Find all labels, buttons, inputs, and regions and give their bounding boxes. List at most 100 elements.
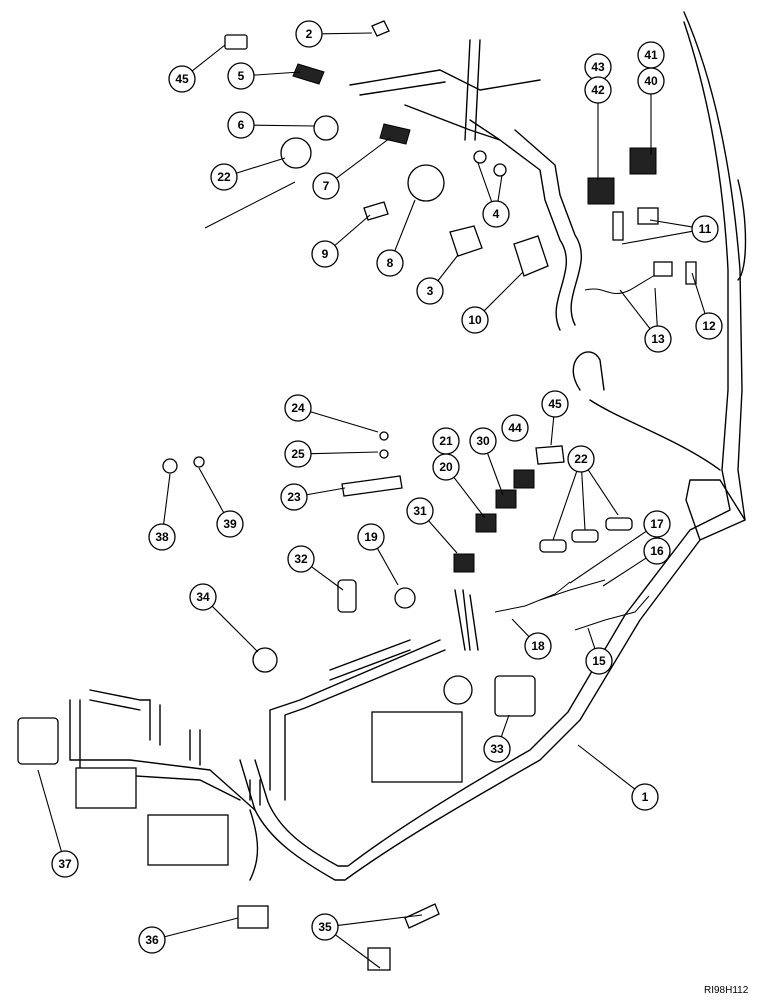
part-31-switch	[453, 553, 475, 573]
callout-4: 4	[482, 200, 510, 228]
callout-label: 18	[531, 639, 545, 653]
leader-line-13	[619, 289, 651, 330]
callout-circle	[216, 510, 244, 538]
callout-32: 32	[287, 545, 315, 573]
callout-circle	[567, 445, 595, 473]
callout-label: 10	[468, 313, 482, 327]
callout-label: 34	[196, 590, 210, 604]
leader-line-17	[569, 530, 647, 584]
part-33-flasher	[494, 675, 536, 717]
callout-label: 17	[650, 517, 664, 531]
callout-circle	[189, 583, 217, 611]
leader-line-35	[335, 934, 381, 969]
part-35-bracket	[404, 903, 440, 929]
callout-37: 37	[51, 850, 79, 878]
callout-13: 13	[644, 325, 672, 353]
leader-line-11	[621, 230, 693, 245]
leader-line-3	[437, 254, 459, 282]
callout-25: 25	[284, 440, 312, 468]
part-5-switch	[292, 63, 325, 85]
callout-19: 19	[357, 523, 385, 551]
part-25-washer	[379, 449, 389, 459]
part-11-fuse-b	[637, 207, 659, 225]
part-40-switch	[629, 147, 657, 175]
part-relay-block-b	[147, 814, 229, 866]
callout-42: 42	[584, 76, 612, 104]
callout-label: 23	[287, 490, 301, 504]
part-23-bracket	[341, 475, 403, 497]
callout-12: 12	[695, 312, 723, 340]
part-38-clip	[162, 458, 178, 474]
part-6-sender	[313, 115, 339, 141]
callout-circle	[501, 414, 529, 442]
callout-43: 43	[584, 53, 612, 81]
callout-34: 34	[189, 583, 217, 611]
part-8-ignition-switch	[407, 164, 445, 202]
callout-circle	[643, 537, 671, 565]
callout-circle	[541, 390, 569, 418]
callout-16: 16	[643, 537, 671, 565]
leader-line-25	[310, 451, 379, 455]
leader-line-13	[654, 287, 658, 327]
callout-label: 21	[439, 434, 453, 448]
parts	[17, 20, 697, 971]
part-19-socket	[394, 587, 416, 609]
callout-circle	[631, 783, 659, 811]
part-fuse-block	[371, 711, 463, 783]
leader-lines	[37, 32, 706, 969]
callout-circle	[51, 850, 79, 878]
leader-line-34	[211, 605, 259, 653]
callout-label: 13	[651, 332, 665, 346]
leader-line-24	[310, 411, 379, 433]
callout-circle	[482, 200, 510, 228]
callout-circle	[461, 306, 489, 334]
leader-line-32	[311, 566, 344, 591]
leader-line-5	[253, 71, 301, 76]
callout-circle	[691, 215, 719, 243]
part-24-screw	[379, 431, 389, 441]
part-22-cap	[280, 137, 312, 169]
callout-circle	[644, 325, 672, 353]
part-11-fuse-a	[612, 211, 624, 241]
leader-line-33	[500, 714, 510, 737]
callout-circle	[643, 510, 671, 538]
callout-15: 15	[585, 647, 613, 675]
callout-1: 1	[631, 783, 659, 811]
callout-circle	[227, 111, 255, 139]
callout-label: 2	[306, 27, 313, 41]
callout-label: 5	[238, 69, 245, 83]
callout-30: 30	[469, 427, 497, 455]
leader-line-45	[550, 416, 555, 446]
callout-45: 45	[168, 65, 196, 93]
callout-label: 22	[574, 452, 588, 466]
part-22-lens-b	[571, 529, 599, 543]
callout-label: 45	[548, 397, 562, 411]
part-buzzer	[443, 675, 473, 705]
leader-line-19	[376, 548, 399, 586]
callout-label: 32	[294, 552, 308, 566]
part-45-cover-b	[535, 445, 565, 465]
leader-line-39	[198, 467, 225, 513]
leader-line-36	[164, 917, 239, 938]
callout-circle	[432, 453, 460, 481]
callout-label: 3	[427, 284, 434, 298]
callout-6: 6	[227, 111, 255, 139]
leader-line-6	[253, 124, 316, 127]
part-36-module	[237, 905, 269, 929]
callout-24: 24	[284, 394, 312, 422]
part-13-sensor-lead	[584, 274, 656, 295]
leader-line-9	[334, 214, 371, 246]
leader-line-7	[336, 137, 391, 179]
callout-17: 17	[643, 510, 671, 538]
callout-20: 20	[432, 453, 460, 481]
callout-21: 21	[432, 427, 460, 455]
part-30-switch-a	[495, 489, 517, 509]
part-16-lead	[539, 579, 606, 601]
callout-label: 22	[217, 170, 231, 184]
callout-circle	[210, 163, 238, 191]
leader-line-30	[486, 452, 504, 496]
callout-8: 8	[376, 249, 404, 277]
callout-3: 3	[416, 277, 444, 305]
callout-label: 39	[223, 517, 237, 531]
